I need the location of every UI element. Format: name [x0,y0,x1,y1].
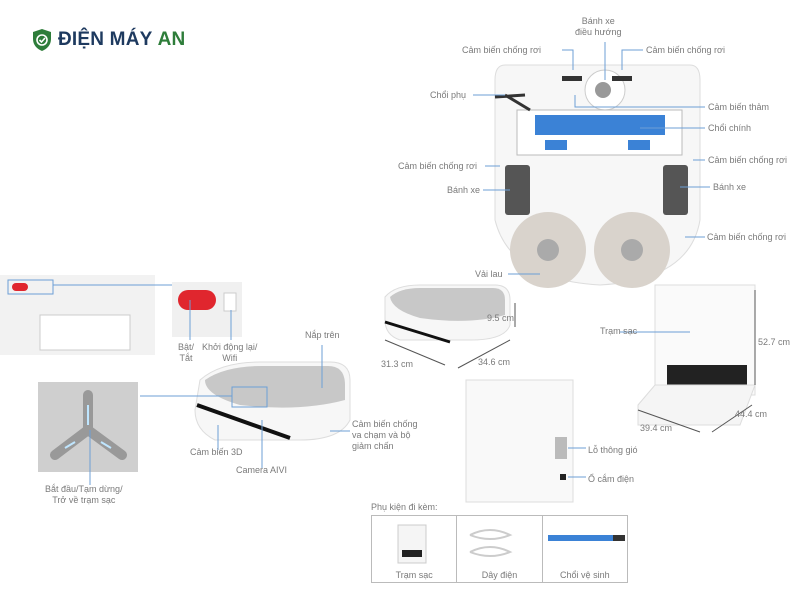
dim-station-depth: 44.4 cm [735,409,768,419]
shield-check-icon [33,29,51,51]
accessories-title: Phụ kiện đi kèm: [371,502,438,512]
robot-bottom-view [494,64,701,288]
label-nav-wheel: Bánh xe điều hướng [575,16,622,37]
power-socket [560,474,566,480]
accessory-power-cord: Dây điện [457,516,543,582]
callout-lines [53,42,710,485]
dimension-lines [384,290,756,433]
main-brush [535,115,665,135]
brand-logo: ĐIỆN MÁY AN [32,28,185,52]
label-carpet-sensor: Cảm biến thảm [708,102,770,112]
label-side-brush: Chổi phụ [430,90,467,100]
brand-name: ĐIỆN MÁY AN [58,29,186,50]
label-cliff-mid-right: Cảm biến chống rơi [708,155,787,165]
label-reset-wifi: Khởi động lại/ Wifi [202,342,258,363]
dim-robot-height: 9.5 cm [487,313,515,323]
label-cliff-top-left: Cảm biến chống rơi [462,45,541,55]
dim-robot-width: 31.3 cm [381,359,414,369]
label-camera: Camera AIVI [236,465,288,475]
label-wheel-left: Bánh xe [447,185,481,195]
label-start-button: Bắt đầu/Tạm dừng/ Trở về trạm sạc [45,484,123,505]
label-main-brush: Chổi chính [708,123,752,133]
accessory-station: Trạm sạc [372,516,458,582]
label-cliff-bottom-right: Cảm biến chống rơi [707,232,786,242]
label-power-socket: Ổ cắm điện [588,474,635,484]
accessory-cleaning-brush: Chổi vệ sinh [560,570,610,580]
accessories-box: Trạm sạc Dây điện Chổi vệ sinh [371,515,628,583]
label-3d-sensor: Cảm biến 3D [190,447,243,457]
label-vent: Lỗ thông gió [588,445,638,455]
label-bumper: Cảm biến chống va chạm và bộ giảm chấn [352,419,418,451]
dim-station-width: 39.4 cm [640,423,673,433]
label-power: Bật/ Tắt [178,342,195,363]
label-cliff-top-right: Cảm biến chống rơi [646,45,725,55]
label-wheel-right: Bánh xe [713,182,747,192]
label-top-cover: Nắp trên [305,330,340,340]
label-station: Trạm sạc [600,326,638,336]
wheel-right [663,165,688,215]
wheel-left [505,165,530,215]
dim-robot-depth: 34.6 cm [478,357,511,367]
label-cliff-mid-left: Cảm biến chống rơi [398,161,477,171]
dim-station-height: 52.7 cm [758,337,791,347]
label-mop: Vải lau [475,269,503,279]
vent [555,437,567,459]
